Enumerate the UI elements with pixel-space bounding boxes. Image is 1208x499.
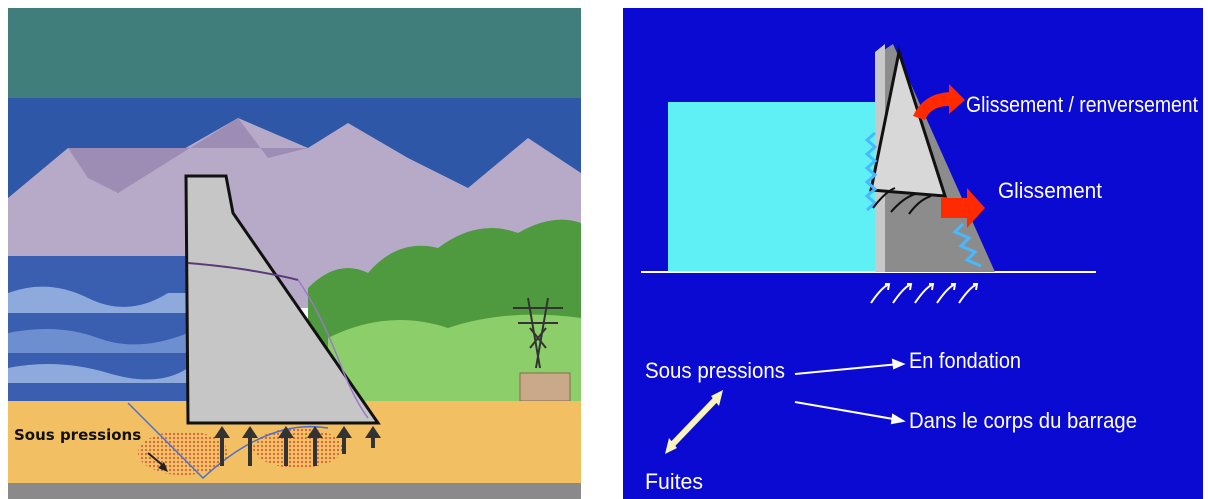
bottom-strip (8, 483, 581, 499)
failure-modes-panel: Glissement / renversement Glissement Sou… (623, 8, 1203, 499)
reservoir (668, 102, 878, 272)
dam-illustration: Sous pressions (8, 8, 581, 499)
label-dam-body: Dans le corps du barrage (909, 408, 1137, 433)
label-foundation: En fondation (909, 348, 1021, 373)
label-leaks: Fuites (645, 469, 703, 494)
label-sliding-overturning: Glissement / renversement (966, 92, 1198, 117)
dam-illustration-panel: Sous pressions (8, 8, 581, 499)
powerhouse (520, 373, 570, 401)
label-sliding: Glissement (998, 178, 1102, 203)
failure-modes-diagram: Glissement / renversement Glissement Sou… (623, 8, 1203, 499)
sky-top (8, 8, 581, 98)
uplift-label: Sous pressions (14, 426, 141, 444)
uplift-zone-right (253, 428, 343, 468)
label-uplift: Sous pressions (645, 358, 785, 383)
